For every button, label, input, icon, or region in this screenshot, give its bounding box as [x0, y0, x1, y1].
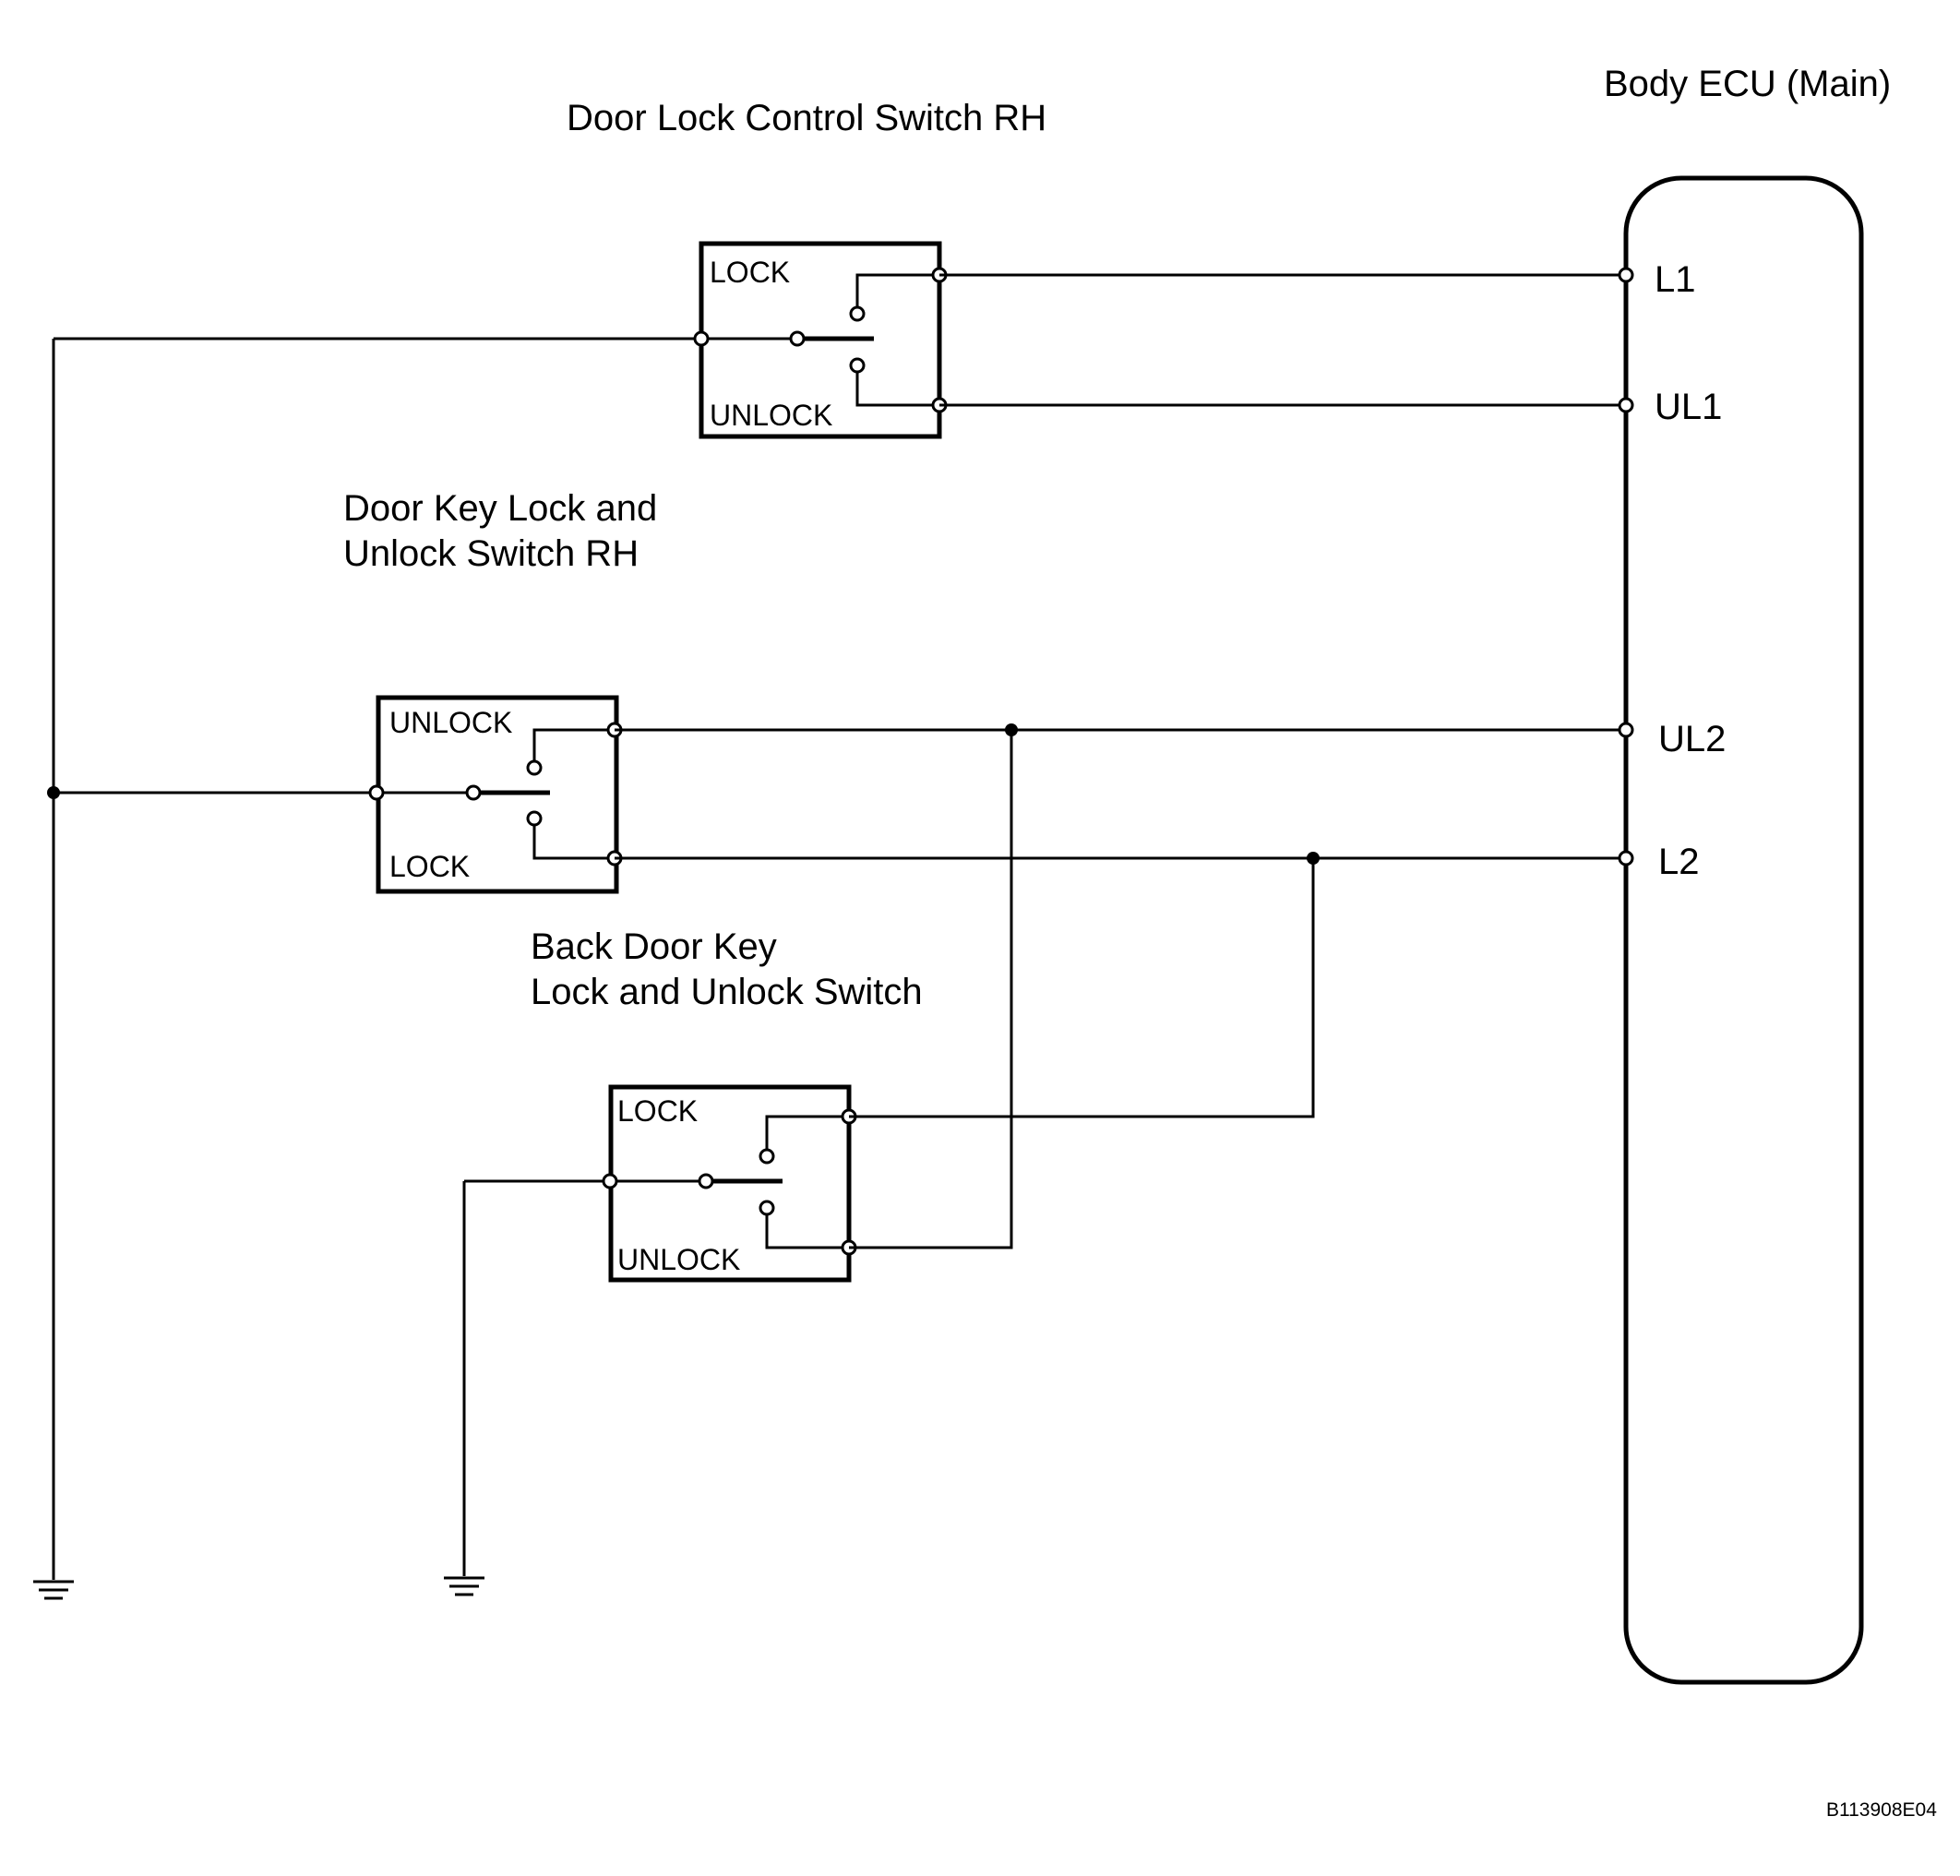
back-switch-unlock-label: UNLOCK: [617, 1243, 740, 1276]
pin-label-ul2: UL2: [1658, 719, 1726, 759]
pin-label-l2: L2: [1658, 842, 1700, 882]
back-switch-title-line2: Lock and Unlock Switch: [531, 972, 923, 1012]
back-switch-title-line1: Back Door Key: [531, 926, 777, 967]
ground-symbol-right: [444, 1576, 484, 1596]
pin-ul1: [1618, 397, 1634, 413]
junction-l2: [1307, 852, 1320, 865]
pin-l2: [1618, 850, 1634, 866]
control-switch-lock-label: LOCK: [710, 256, 790, 289]
pin-ul2: [1618, 722, 1634, 738]
key-switch-title-line2: Unlock Switch RH: [343, 533, 639, 574]
junction-ground: [47, 786, 60, 799]
body-ecu-box: [1623, 175, 1864, 1685]
key-switch-lock-label: LOCK: [389, 850, 470, 883]
key-switch-title-line1: Door Key Lock and: [343, 488, 657, 529]
back-switch-lock-label: LOCK: [617, 1094, 698, 1128]
reference-code: B113908E04: [1826, 1799, 1937, 1821]
pin-l1: [1618, 267, 1634, 283]
wire-back-unlock-to-ul2: [849, 730, 1013, 1249]
pin-label-l1: L1: [1655, 259, 1696, 300]
control-switch-unlock-label: UNLOCK: [710, 399, 832, 432]
ecu-title: Body ECU (Main): [1604, 64, 1891, 104]
control-switch-title: Door Lock Control Switch RH: [567, 98, 1046, 138]
junction-ul2: [1005, 723, 1018, 736]
ground-symbol-left: [33, 1580, 74, 1600]
pin-label-ul1: UL1: [1655, 387, 1722, 427]
key-switch-unlock-label: UNLOCK: [389, 706, 512, 739]
wire-back-lock-to-l2: [849, 858, 1315, 1118]
